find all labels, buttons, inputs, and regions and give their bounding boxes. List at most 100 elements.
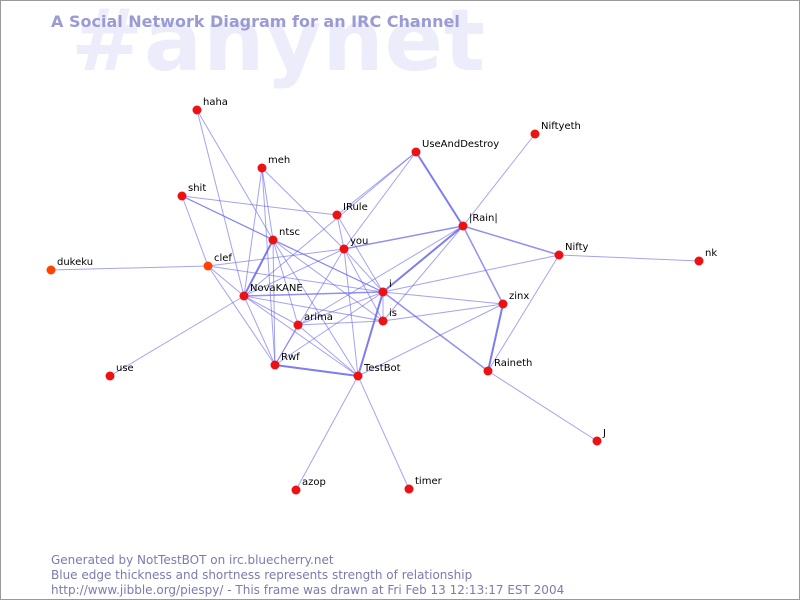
node-dot[interactable] bbox=[105, 371, 115, 381]
edge-Rain-zinx bbox=[462, 225, 504, 305]
node-Rwf[interactable]: Rwf bbox=[270, 352, 301, 370]
node-label: NovaKANE bbox=[250, 283, 303, 294]
node-dot[interactable] bbox=[483, 366, 493, 376]
edge-i-zinx bbox=[382, 291, 504, 305]
node-dot[interactable] bbox=[332, 210, 342, 220]
edge-haha-ntsc bbox=[196, 109, 274, 241]
node-dot[interactable] bbox=[270, 360, 280, 370]
edge-haha-NovaKANE bbox=[196, 109, 245, 297]
edge-Nifty-Raineth bbox=[487, 254, 560, 372]
edge-clef-Rwf bbox=[207, 265, 276, 366]
node-dot[interactable] bbox=[353, 371, 363, 381]
node-i[interactable]: i bbox=[378, 279, 392, 297]
node-clef[interactable]: clef bbox=[203, 253, 233, 271]
node-dot[interactable] bbox=[293, 320, 303, 330]
node-meh[interactable]: meh bbox=[257, 155, 291, 173]
node-label: clef bbox=[214, 253, 232, 264]
node-Nifty[interactable]: Nifty bbox=[554, 242, 589, 260]
edge-clef-i bbox=[207, 265, 384, 293]
node-label: TestBot bbox=[363, 363, 401, 374]
node-dot[interactable] bbox=[404, 484, 414, 494]
footer-source-link[interactable]: http://www.jibble.org/piespy/ - This fra… bbox=[51, 583, 565, 597]
node-label: zinx bbox=[509, 291, 529, 302]
node-label: Nifty bbox=[565, 242, 589, 253]
node-shit[interactable]: shit bbox=[177, 183, 207, 201]
node-timer[interactable]: timer bbox=[404, 476, 443, 494]
node-ntsc[interactable]: ntsc bbox=[268, 227, 300, 245]
node-dot[interactable] bbox=[458, 221, 468, 231]
edge-UseAndDestroy-Rain bbox=[415, 151, 464, 227]
node-dot[interactable] bbox=[177, 191, 187, 201]
node-Niftyeth[interactable]: Niftyeth bbox=[530, 121, 581, 139]
node-dot[interactable] bbox=[554, 250, 564, 260]
edge-dukeku-clef bbox=[50, 265, 209, 271]
node-label: arima bbox=[304, 312, 333, 323]
edge-NovaKANE-Rwf bbox=[243, 295, 276, 366]
edge-Rain-arima bbox=[297, 225, 464, 326]
node-you[interactable]: you bbox=[339, 236, 369, 254]
diagram-title: A Social Network Diagram for an IRC Chan… bbox=[51, 12, 460, 31]
node-TestBot[interactable]: TestBot bbox=[353, 363, 401, 381]
node-is[interactable]: is bbox=[378, 308, 398, 326]
edge-shit-IRule bbox=[181, 195, 338, 216]
node-label: Niftyeth bbox=[541, 121, 581, 132]
footer: Generated by NotTestBOT on irc.bluecherr… bbox=[51, 553, 564, 598]
node-dot[interactable] bbox=[694, 256, 704, 266]
edge-Raineth-J bbox=[487, 370, 598, 442]
node-arima[interactable]: arima bbox=[293, 312, 333, 330]
edge-Rain-i bbox=[382, 225, 464, 293]
node-label: haha bbox=[203, 97, 228, 108]
node-label: use bbox=[116, 363, 134, 374]
node-dot[interactable] bbox=[378, 287, 388, 297]
edge-you-TestBot bbox=[343, 248, 359, 377]
node-dukeku[interactable]: dukeku bbox=[46, 257, 94, 275]
footer-generated-by: Generated by NotTestBOT on irc.bluecherr… bbox=[51, 553, 334, 567]
node-label: azop bbox=[302, 477, 326, 488]
node-IRule[interactable]: IRule bbox=[332, 202, 368, 220]
node-dot[interactable] bbox=[592, 436, 602, 446]
node-dot[interactable] bbox=[192, 105, 202, 115]
node-UseAndDestroy[interactable]: UseAndDestroy bbox=[411, 139, 500, 157]
edge-you-NovaKANE bbox=[243, 248, 345, 297]
node-dot[interactable] bbox=[530, 129, 540, 139]
node-dot[interactable] bbox=[498, 299, 508, 309]
node-Raineth[interactable]: Raineth bbox=[483, 358, 533, 376]
node-dot[interactable] bbox=[257, 163, 267, 173]
edge-ntsc-TestBot bbox=[272, 239, 359, 377]
edge-i-arima bbox=[297, 291, 384, 326]
node-dot[interactable] bbox=[239, 291, 249, 301]
node-NovaKANE[interactable]: NovaKANE bbox=[239, 283, 303, 301]
edge-layer bbox=[50, 109, 700, 491]
edge-i-TestBot bbox=[357, 291, 384, 377]
node-label: shit bbox=[188, 183, 206, 194]
edge-NovaKANE-arima bbox=[243, 295, 299, 326]
node-haha[interactable]: haha bbox=[192, 97, 228, 115]
edge-Rain-you bbox=[343, 225, 464, 250]
node-dot[interactable] bbox=[378, 316, 388, 326]
edge-ntsc-arima bbox=[272, 239, 299, 326]
node-dot[interactable] bbox=[411, 147, 421, 157]
node-azop[interactable]: azop bbox=[291, 477, 326, 495]
node-label: is bbox=[389, 308, 397, 319]
node-zinx[interactable]: zinx bbox=[498, 291, 530, 309]
edge-clef-NovaKANE bbox=[207, 265, 245, 297]
edge-Niftyeth-Rain bbox=[462, 133, 536, 227]
edge-i-Rwf bbox=[274, 291, 384, 366]
node-label: ntsc bbox=[279, 227, 300, 238]
edge-you-is bbox=[343, 248, 384, 322]
node-nk[interactable]: nk bbox=[694, 248, 718, 266]
edge-NovaKANE-i bbox=[243, 291, 384, 297]
edge-meh-you bbox=[261, 167, 345, 250]
node-dot[interactable] bbox=[291, 485, 301, 495]
node-J[interactable]: J bbox=[592, 428, 606, 446]
edge-you-i bbox=[343, 248, 384, 293]
edge-Rain-Nifty bbox=[462, 225, 560, 256]
node-dot[interactable] bbox=[268, 235, 278, 245]
node-dot[interactable] bbox=[339, 244, 349, 254]
node-dot[interactable] bbox=[46, 265, 56, 275]
node-use[interactable]: use bbox=[105, 363, 134, 381]
node-Rain[interactable]: |Rain| bbox=[458, 213, 498, 231]
node-dot[interactable] bbox=[203, 261, 213, 271]
edge-you-clef bbox=[207, 248, 345, 267]
